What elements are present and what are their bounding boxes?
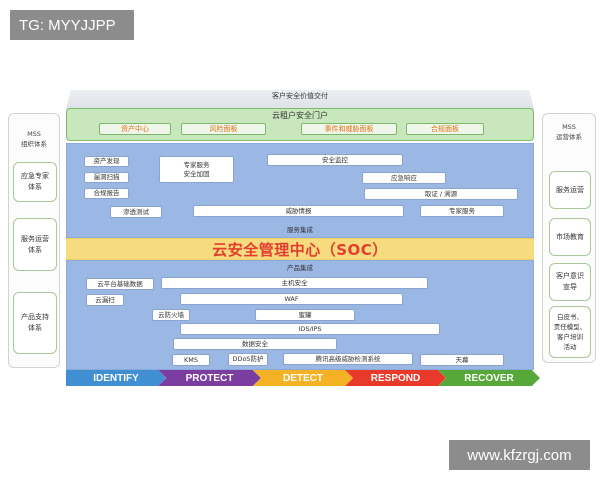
watermark-bottom-right: www.kfzrgj.com bbox=[449, 440, 590, 470]
value-delivery-band: 客户安全价值交付 bbox=[66, 90, 534, 110]
left-side-item: 服务运营 体系 bbox=[13, 218, 57, 271]
portal-item-compliance-panel: 合规面板 bbox=[406, 123, 484, 135]
product-host-security: 主机安全 bbox=[161, 277, 428, 289]
left-side-item: 产品支持 体系 bbox=[13, 292, 57, 354]
product-tencent-threat-detection: 腾讯高级威胁检测系统 bbox=[283, 353, 413, 365]
right-mss-title: MSS 运营体系 bbox=[556, 123, 582, 141]
service-expert-hardening: 专家服务 安全加固 bbox=[159, 156, 234, 183]
right-side-item: 服务运营 bbox=[549, 171, 591, 209]
service-asset-discovery: 资产发现 bbox=[84, 156, 129, 167]
soc-banner: 云安全管理中心（SOC） bbox=[66, 238, 534, 260]
service-emergency-response: 应急响应 bbox=[362, 172, 446, 184]
service-compliance-report: 合规报告 bbox=[84, 188, 129, 199]
watermark-top-left: TG: MYYJJPP bbox=[10, 10, 134, 40]
product-tianmu: 天幕 bbox=[420, 354, 504, 366]
portal-item-asset-center: 资产中心 bbox=[99, 123, 171, 135]
phase-identify: IDENTIFY bbox=[66, 370, 166, 386]
phase-recover: RECOVER bbox=[438, 370, 540, 386]
left-mss-title: MSS 组织体系 bbox=[21, 130, 47, 148]
product-kms: KMS bbox=[172, 354, 210, 366]
service-vuln-scan: 漏洞扫描 bbox=[84, 172, 129, 183]
product-honeypot: 蜜罐 bbox=[255, 309, 355, 321]
service-security-monitor: 安全监控 bbox=[267, 154, 403, 166]
service-expert-service: 专家服务 bbox=[420, 205, 504, 217]
right-side-item: 市场教育 bbox=[549, 218, 591, 256]
product-integration-label: 产品集成 bbox=[287, 264, 313, 272]
product-ids-ips: IDS/IPS bbox=[180, 323, 440, 335]
portal-item-risk-panel: 风险面板 bbox=[181, 123, 266, 135]
product-cloud-leak-scan: 云漏扫 bbox=[86, 294, 124, 306]
right-side-item: 客户意识 宣导 bbox=[549, 263, 591, 301]
right-side-item: 白皮书、 责任模型、 客户培训 活动 bbox=[549, 306, 591, 358]
service-forensics: 取证 / 溯源 bbox=[364, 188, 518, 200]
phase-respond: RESPOND bbox=[345, 370, 446, 386]
left-side-item: 应急专家 体系 bbox=[13, 162, 57, 202]
portal-title: 云租户安全门户 bbox=[272, 111, 328, 120]
product-data-security: 数据安全 bbox=[173, 338, 337, 350]
service-pentest: 渗透测试 bbox=[110, 206, 162, 218]
phase-protect: PROTECT bbox=[158, 370, 261, 386]
product-waf: WAF bbox=[180, 293, 403, 305]
portal-item-event-threat-panel: 事件和威胁面板 bbox=[301, 123, 397, 135]
phase-detect: DETECT bbox=[253, 370, 353, 386]
product-ddos: DDoS防护 bbox=[228, 353, 268, 366]
service-threat-intel: 威胁情报 bbox=[193, 205, 404, 217]
service-integration-label: 服务集成 bbox=[287, 226, 313, 234]
product-cloud-firewall: 云防火墙 bbox=[152, 309, 190, 321]
product-cloud-base-data: 云平台基础数据 bbox=[86, 278, 154, 290]
